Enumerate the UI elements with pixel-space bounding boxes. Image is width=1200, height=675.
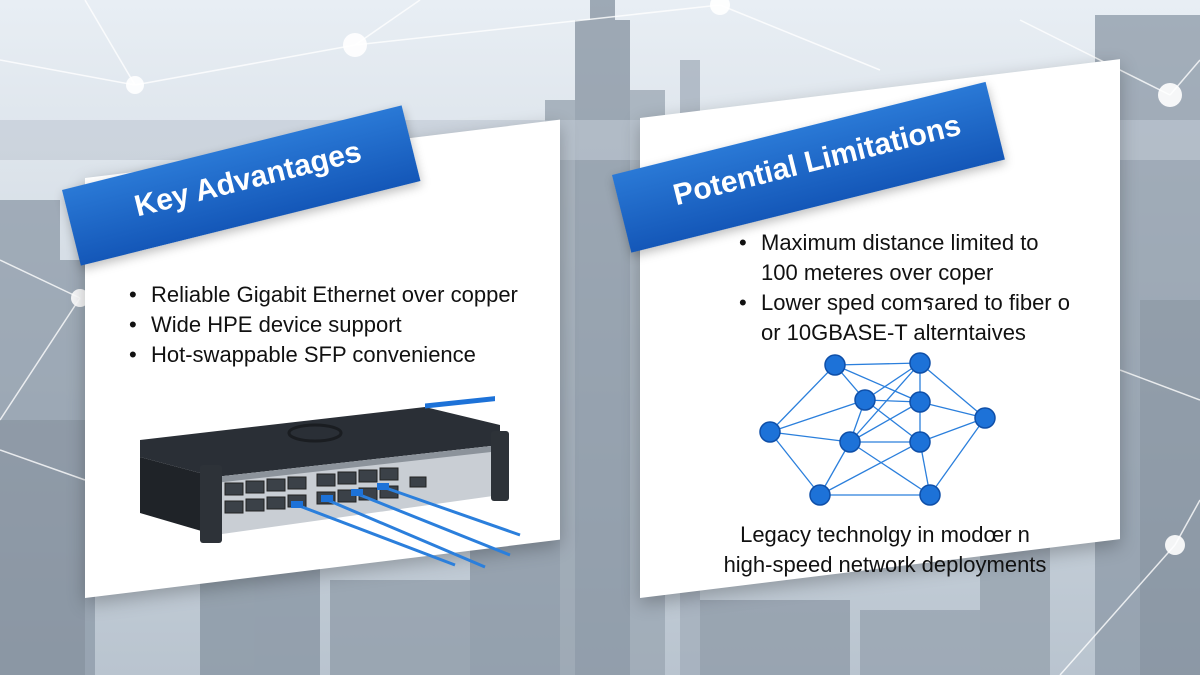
network-switch-illustration bbox=[140, 396, 521, 569]
caption-line: high-speed network deployments bbox=[723, 552, 1047, 577]
network-mesh-illustration bbox=[759, 352, 996, 506]
limitation-line: Maximum distance limited to bbox=[761, 230, 1039, 255]
advantage-item: Hot-swappable SFP convenience bbox=[125, 340, 518, 370]
advantage-item: Wide HPE device support bbox=[125, 310, 518, 340]
caption-line: Legacy technolgy in modœr n bbox=[740, 522, 1030, 547]
limitation-item: Maximum distance limited to 100 meteres … bbox=[735, 228, 1070, 288]
advantage-item: Reliable Gigabit Ethernet over copper bbox=[125, 280, 518, 310]
limitations-list: Maximum distance limited to 100 meteres … bbox=[735, 228, 1070, 348]
advantages-list: Reliable Gigabit Ethernet over copper Wi… bbox=[125, 280, 518, 370]
limitation-line: Lower sped comรared to fiber o bbox=[761, 290, 1070, 315]
limitations-caption: Legacy technolgy in modœr n high-speed n… bbox=[700, 520, 1070, 580]
limitation-item: Lower sped comรared to fiber o or 10GBAS… bbox=[735, 288, 1070, 348]
limitation-line: or 10GBASE-T alterntaives bbox=[761, 320, 1026, 345]
limitation-line: 100 meteres over coper bbox=[761, 260, 994, 285]
